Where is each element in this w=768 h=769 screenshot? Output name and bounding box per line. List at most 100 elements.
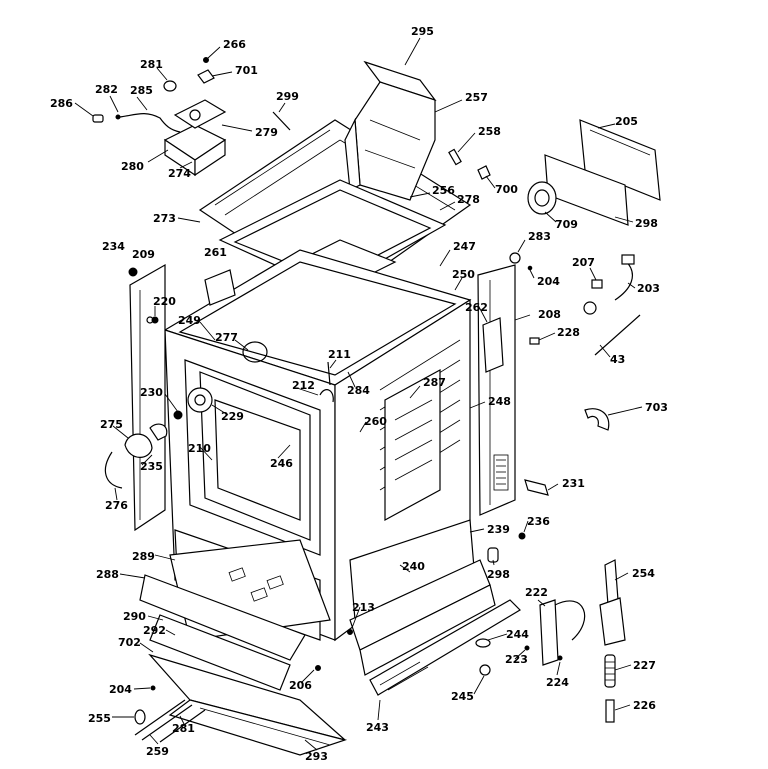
screw-207 bbox=[591, 279, 603, 289]
label-261: 261 bbox=[204, 246, 227, 259]
clip-703 bbox=[584, 408, 610, 431]
label-226: 226 bbox=[633, 699, 656, 712]
label-285: 285 bbox=[130, 84, 153, 97]
label-298-bottom: 298 bbox=[487, 568, 510, 581]
storage-base bbox=[134, 614, 348, 756]
label-208: 208 bbox=[538, 308, 561, 321]
label-283: 283 bbox=[528, 230, 551, 243]
bracket-262 bbox=[482, 317, 504, 373]
label-204-bottom: 204 bbox=[109, 683, 132, 696]
label-701: 701 bbox=[235, 64, 258, 77]
label-212: 212 bbox=[292, 379, 315, 392]
clip-700 bbox=[477, 165, 491, 180]
label-228: 228 bbox=[557, 326, 580, 339]
label-262: 262 bbox=[465, 301, 488, 314]
bracket-261 bbox=[204, 269, 236, 306]
label-235: 235 bbox=[140, 460, 163, 473]
bracket-231 bbox=[524, 479, 549, 496]
label-210: 210 bbox=[188, 442, 211, 455]
part-298b bbox=[487, 547, 499, 563]
label-231: 231 bbox=[562, 477, 585, 490]
label-709: 709 bbox=[555, 218, 578, 231]
lower-right-panel bbox=[349, 519, 521, 696]
label-256: 256 bbox=[432, 184, 455, 197]
label-292: 292 bbox=[143, 624, 166, 637]
label-236: 236 bbox=[527, 515, 550, 528]
label-240: 240 bbox=[402, 560, 425, 573]
label-254: 254 bbox=[632, 567, 655, 580]
rod-299 bbox=[272, 111, 291, 131]
spring-227 bbox=[604, 654, 616, 688]
label-255: 255 bbox=[88, 712, 111, 725]
label-234: 234 bbox=[102, 240, 125, 253]
label-206: 206 bbox=[289, 679, 312, 692]
part-283 bbox=[509, 252, 521, 264]
label-258: 258 bbox=[478, 125, 501, 138]
part-230 bbox=[173, 410, 183, 420]
label-243: 243 bbox=[366, 721, 389, 734]
label-278: 278 bbox=[457, 193, 480, 206]
label-293: 293 bbox=[305, 750, 328, 763]
label-257: 257 bbox=[465, 91, 488, 104]
label-260: 260 bbox=[364, 415, 387, 428]
label-289: 289 bbox=[132, 550, 155, 563]
label-223: 223 bbox=[505, 653, 528, 666]
label-224: 224 bbox=[546, 676, 569, 689]
part-228 bbox=[529, 337, 540, 345]
label-211: 211 bbox=[328, 348, 351, 361]
label-239: 239 bbox=[487, 523, 510, 536]
electrode-43 bbox=[583, 301, 641, 356]
label-273: 273 bbox=[153, 212, 176, 225]
part-255 bbox=[134, 709, 146, 725]
label-281-bottom: 281 bbox=[172, 722, 195, 735]
label-259: 259 bbox=[146, 745, 169, 758]
label-274: 274 bbox=[168, 167, 191, 180]
label-286: 286 bbox=[50, 97, 73, 110]
label-276: 276 bbox=[105, 499, 128, 512]
label-290: 290 bbox=[123, 610, 146, 623]
wire-276 bbox=[104, 451, 123, 489]
wire-203 bbox=[614, 259, 633, 301]
connector-203 bbox=[621, 254, 635, 265]
label-282: 282 bbox=[95, 83, 118, 96]
label-244: 244 bbox=[506, 628, 529, 641]
label-284: 284 bbox=[347, 384, 370, 397]
label-288: 288 bbox=[96, 568, 119, 581]
label-247: 247 bbox=[453, 240, 476, 253]
screw-224 bbox=[557, 655, 563, 661]
label-702: 702 bbox=[118, 636, 141, 649]
screw-204a bbox=[527, 265, 533, 271]
screw-220 bbox=[151, 316, 159, 324]
label-204-top: 204 bbox=[537, 275, 560, 288]
part-235 bbox=[149, 423, 168, 441]
part-229 bbox=[187, 387, 213, 413]
label-222: 222 bbox=[525, 586, 548, 599]
label-280: 280 bbox=[121, 160, 144, 173]
label-275: 275 bbox=[100, 418, 123, 431]
part-244 bbox=[475, 638, 491, 648]
label-205: 205 bbox=[615, 115, 638, 128]
label-281: 281 bbox=[140, 58, 163, 71]
label-220: 220 bbox=[153, 295, 176, 308]
right-top-brackets bbox=[527, 119, 661, 226]
label-700: 700 bbox=[495, 183, 518, 196]
broiler-section bbox=[139, 529, 331, 661]
label-207: 207 bbox=[572, 256, 595, 269]
label-299: 299 bbox=[276, 90, 299, 103]
label-248: 248 bbox=[488, 395, 511, 408]
label-266: 266 bbox=[223, 38, 246, 51]
screw-213 bbox=[347, 629, 353, 635]
screw-206 bbox=[315, 665, 321, 671]
hinge-222 bbox=[539, 599, 586, 666]
label-43: 43 bbox=[610, 353, 625, 366]
knob-275 bbox=[124, 433, 153, 458]
label-246: 246 bbox=[270, 457, 293, 470]
ring-277 bbox=[242, 341, 268, 363]
label-229: 229 bbox=[221, 410, 244, 423]
label-213: 213 bbox=[352, 601, 375, 614]
leader-lines bbox=[74, 37, 643, 751]
label-245: 245 bbox=[451, 690, 474, 703]
screw-236 bbox=[518, 532, 526, 540]
